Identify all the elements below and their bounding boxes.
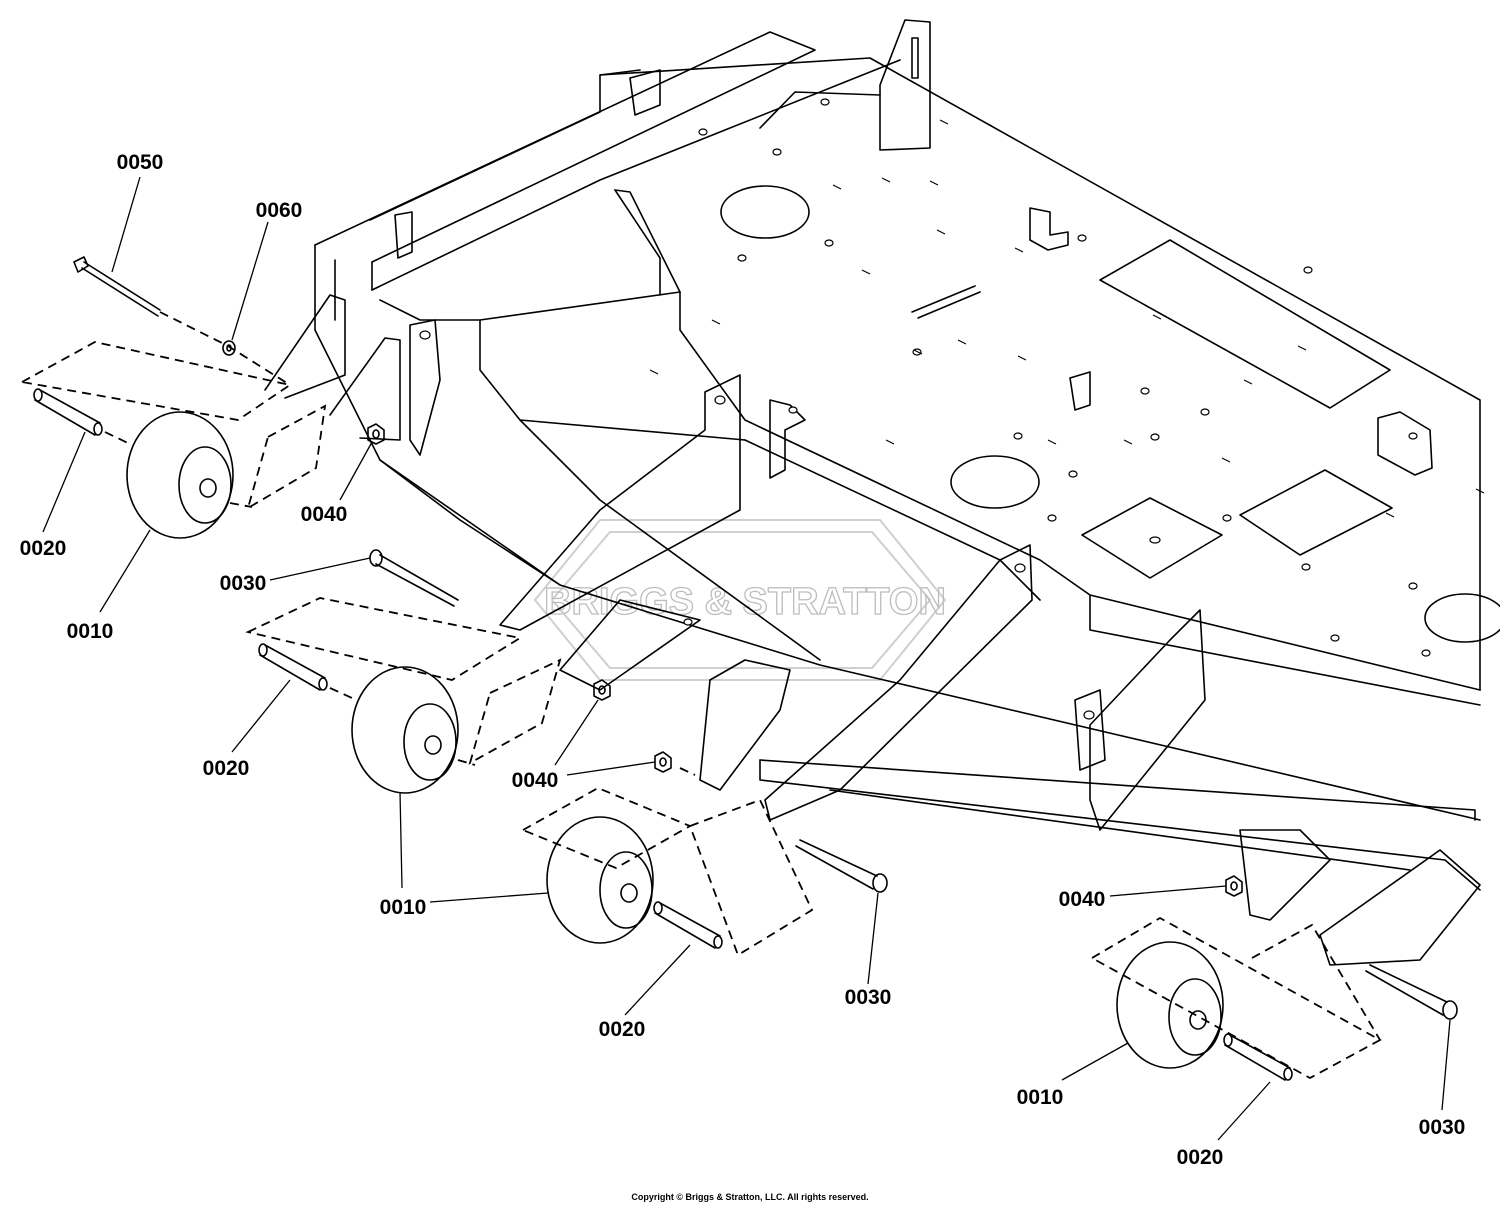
callout-0010-b: 0010 <box>380 896 427 919</box>
spacer-tube-4 <box>1223 1033 1293 1081</box>
callout-0020-b: 0020 <box>203 757 250 780</box>
callout-0060: 0060 <box>256 199 303 222</box>
callout-0040-a: 0040 <box>301 503 348 526</box>
shoulder-bolt-0050 <box>73 256 161 317</box>
watermark-text: BRIGGS & STRATTON <box>544 581 946 623</box>
copyright-notice: Copyright © Briggs & Stratton, LLC. All … <box>631 1192 869 1202</box>
caster-wheel-2 <box>351 666 459 794</box>
callout-0030-a: 0030 <box>220 572 267 595</box>
locknut-0040-b <box>593 679 611 701</box>
mower-deck <box>264 19 1500 966</box>
pin-0030-a <box>369 549 459 607</box>
callout-0050: 0050 <box>117 151 164 174</box>
callout-labels: 0050 0060 0020 0040 0010 0030 0020 0040 … <box>20 151 1466 1169</box>
callout-0010-c: 0010 <box>1017 1086 1064 1109</box>
assembly-guides <box>19 311 1382 1080</box>
locknut-0040-a <box>367 423 385 445</box>
callout-0020-d: 0020 <box>1177 1146 1224 1169</box>
callout-0010-a: 0010 <box>67 620 114 643</box>
locknut-0040-c <box>654 751 672 773</box>
brand-watermark: BRIGGS & STRATTON <box>533 519 947 681</box>
callout-0020-c: 0020 <box>599 1018 646 1041</box>
pin-0030-b <box>795 839 888 893</box>
callout-leaders <box>42 176 1451 1141</box>
caster-wheel-1 <box>126 411 234 539</box>
callout-0020-a: 0020 <box>20 537 67 560</box>
callout-0030-b: 0030 <box>845 986 892 1009</box>
callout-0040-c: 0040 <box>1059 888 1106 911</box>
callout-0030-c: 0030 <box>1419 1116 1466 1139</box>
pin-0030-c <box>1365 964 1458 1020</box>
spacer-tube-1 <box>33 388 103 436</box>
callout-0040-b: 0040 <box>512 769 559 792</box>
spacer-tube-2 <box>258 643 328 691</box>
caster-wheel-3 <box>546 816 654 944</box>
locknut-0040-d <box>1225 875 1243 897</box>
washer-0060 <box>222 340 236 356</box>
caster-wheel-4 <box>1116 941 1224 1069</box>
spacer-tube-3 <box>653 901 723 949</box>
